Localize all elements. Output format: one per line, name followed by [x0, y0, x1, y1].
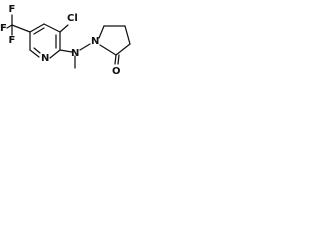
atom-pyridine-n: N: [41, 53, 49, 64]
bond-amine-lactam-n: [79, 43, 91, 51]
bond-ring-double-lower-left: [33, 47, 41, 54]
bond-c-f-left: [6, 24, 13, 29]
bond-lactam-ch2-carbonyl: [115, 43, 131, 56]
atom-amine-n: N: [71, 48, 79, 59]
bond-lactam-carbonyl-n: [99, 44, 117, 56]
bond-ring-c2-n1: [49, 49, 61, 59]
bond-layer: [6, 14, 131, 69]
chemical-structure: F F F Cl N N N O: [0, 4, 131, 77]
bond-carbonyl-a: [114, 54, 117, 65]
bond-ring-double-upper-left: [33, 27, 45, 35]
bond-ring-n1-c6: [29, 49, 40, 58]
bond-cf3-ring: [11, 24, 31, 33]
atom-chlorine: Cl: [67, 13, 78, 24]
atom-f-bottom: F: [9, 35, 16, 46]
atom-label-layer: F F F Cl N N N O: [0, 4, 121, 77]
bond-ring-c4-c3: [43, 23, 61, 33]
bond-ring-amine-n: [59, 49, 73, 53]
atom-f-left: F: [0, 23, 7, 34]
bond-ring-c5-c4: [29, 23, 45, 33]
atom-carbonyl-o: O: [112, 66, 121, 77]
atom-lactam-n: N: [91, 36, 99, 47]
bond-carbonyl-b: [117, 54, 120, 65]
bond-ring-chlorine: [59, 24, 69, 33]
bond-lactam-n-ch2: [98, 25, 105, 39]
bond-lactam-ch2-ch2-lower: [124, 25, 131, 45]
atom-f-top: F: [9, 4, 16, 15]
